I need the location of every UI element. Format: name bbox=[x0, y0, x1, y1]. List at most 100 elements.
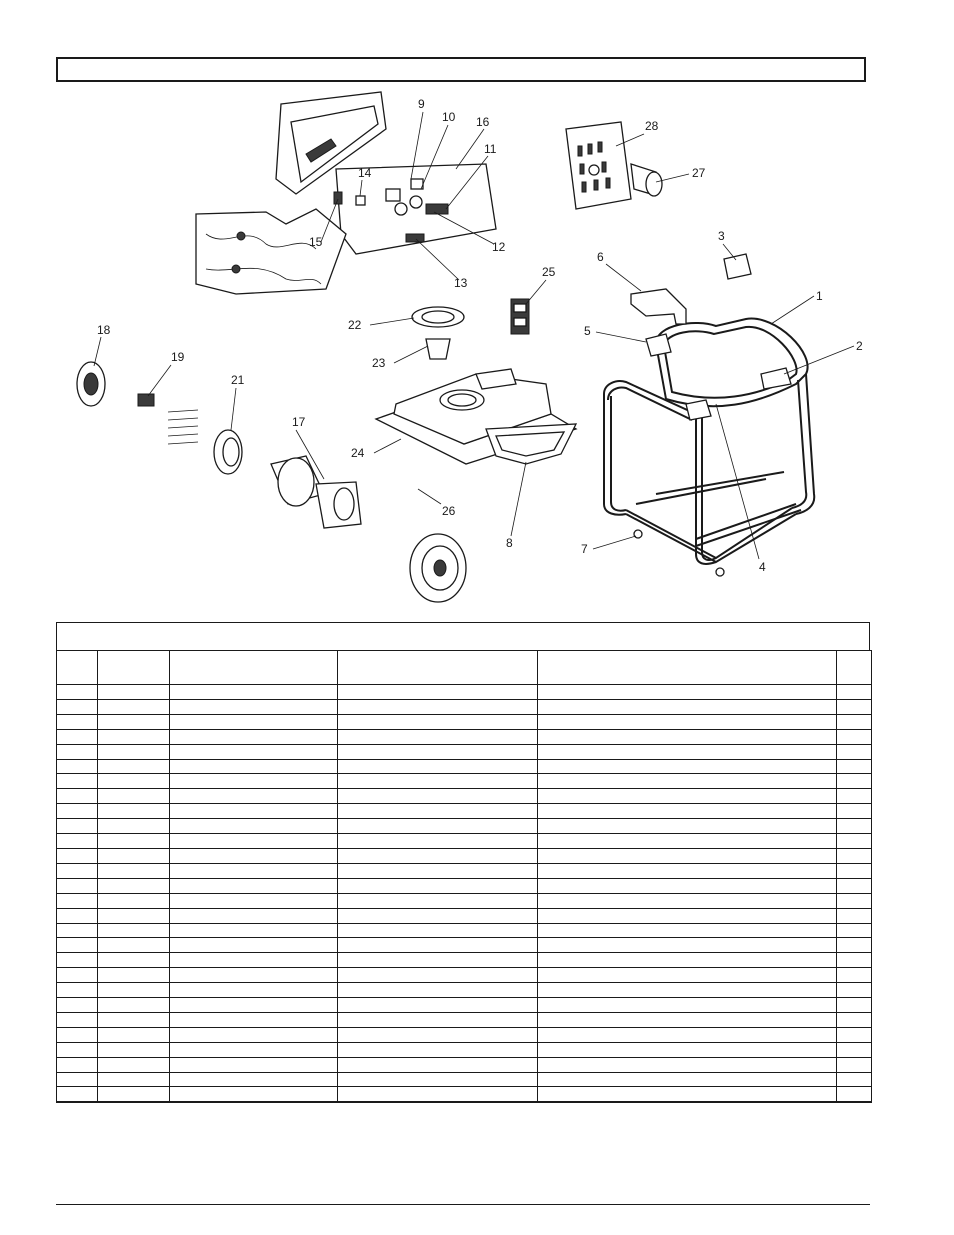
table-cell bbox=[56, 699, 98, 715]
table-header-row bbox=[56, 650, 872, 685]
table-cell bbox=[537, 1086, 837, 1104]
table-cell bbox=[337, 744, 538, 760]
table-body bbox=[56, 684, 872, 1104]
table-cell bbox=[56, 878, 98, 894]
table-cell bbox=[337, 863, 538, 879]
table-cell bbox=[56, 803, 98, 820]
table-row bbox=[56, 1086, 872, 1104]
table-cell bbox=[56, 982, 98, 999]
table-cell bbox=[337, 759, 538, 775]
table-cell bbox=[836, 967, 872, 984]
table-cell bbox=[169, 818, 338, 835]
table-cell bbox=[337, 982, 538, 999]
table-cell bbox=[56, 908, 98, 924]
table-cell bbox=[337, 952, 538, 969]
table-cell bbox=[169, 878, 338, 894]
table-cell bbox=[56, 967, 98, 984]
table-cell bbox=[97, 848, 170, 864]
table-cell bbox=[337, 684, 538, 700]
table-cell bbox=[56, 1012, 98, 1028]
table-row bbox=[56, 684, 872, 700]
table-cell bbox=[97, 997, 170, 1013]
table-cell bbox=[97, 967, 170, 984]
table-cell bbox=[169, 759, 338, 775]
table-cell bbox=[56, 759, 98, 775]
table-cell bbox=[56, 923, 98, 939]
table-cell bbox=[836, 878, 872, 894]
table-cell bbox=[537, 729, 837, 745]
table-cell bbox=[337, 818, 538, 835]
table-row bbox=[56, 848, 872, 864]
table-cell bbox=[537, 1072, 837, 1088]
table-cell bbox=[97, 952, 170, 969]
table-cell bbox=[836, 952, 872, 969]
table-cell bbox=[169, 923, 338, 939]
table-cell bbox=[169, 788, 338, 805]
table-cell bbox=[169, 714, 338, 730]
callout-label: 3 bbox=[718, 229, 725, 243]
table-row bbox=[56, 937, 872, 954]
footer-rule bbox=[56, 1204, 870, 1205]
table-cell bbox=[537, 1057, 837, 1073]
table-cell bbox=[537, 878, 837, 894]
table-cell bbox=[97, 937, 170, 954]
table-row bbox=[56, 923, 872, 939]
table-cell bbox=[97, 833, 170, 849]
table-cell bbox=[337, 1072, 538, 1088]
table-cell bbox=[97, 759, 170, 775]
table-row bbox=[56, 773, 872, 790]
callout-label: 23 bbox=[372, 356, 386, 370]
table-cell bbox=[836, 1072, 872, 1088]
table-cell bbox=[836, 1027, 872, 1043]
callout-label: 19 bbox=[171, 350, 185, 364]
callout-label: 24 bbox=[351, 446, 365, 460]
table-cell bbox=[97, 878, 170, 894]
table-cell bbox=[836, 1057, 872, 1073]
table-cell bbox=[169, 1042, 338, 1058]
muffler-assembly bbox=[565, 121, 663, 210]
table-cell bbox=[537, 952, 837, 969]
table-cell bbox=[537, 803, 837, 820]
table-cell bbox=[56, 818, 98, 835]
table-cell bbox=[337, 893, 538, 909]
table-cell bbox=[169, 684, 338, 700]
table-cell bbox=[56, 684, 98, 700]
table-cell bbox=[337, 878, 538, 894]
table-cell bbox=[56, 893, 98, 909]
table-cell bbox=[537, 714, 837, 730]
callout-label: 27 bbox=[692, 166, 706, 180]
table-cell bbox=[836, 803, 872, 820]
table-cell bbox=[337, 1042, 538, 1058]
table-header-cell bbox=[56, 650, 98, 685]
callout-label: 1 bbox=[816, 289, 823, 303]
table-cell bbox=[169, 833, 338, 849]
table-cell bbox=[337, 1012, 538, 1028]
table-cell bbox=[56, 863, 98, 879]
table-cell bbox=[169, 729, 338, 745]
table-cell bbox=[836, 937, 872, 954]
frame-mount-parts bbox=[630, 253, 792, 577]
table-cell bbox=[169, 863, 338, 879]
table-cell bbox=[836, 773, 872, 790]
parts-list-table bbox=[56, 650, 872, 1104]
table-cell bbox=[836, 744, 872, 760]
fuel-tank-assembly bbox=[374, 298, 578, 465]
table-row bbox=[56, 833, 872, 849]
table-cell bbox=[97, 1057, 170, 1073]
table-row bbox=[56, 803, 872, 820]
callout-label: 15 bbox=[309, 235, 323, 249]
table-cell bbox=[56, 1086, 98, 1104]
table-cell bbox=[836, 848, 872, 864]
table-cell bbox=[56, 1027, 98, 1043]
table-cell bbox=[169, 803, 338, 820]
table-cell bbox=[169, 1012, 338, 1028]
callout-label: 16 bbox=[476, 115, 490, 129]
table-row bbox=[56, 1042, 872, 1058]
table-cell bbox=[97, 1072, 170, 1088]
table-cell bbox=[337, 937, 538, 954]
table-row bbox=[56, 729, 872, 745]
table-cell bbox=[337, 699, 538, 715]
table-cell bbox=[337, 908, 538, 924]
table-header-cell bbox=[169, 650, 338, 685]
callout-label: 28 bbox=[645, 119, 659, 133]
